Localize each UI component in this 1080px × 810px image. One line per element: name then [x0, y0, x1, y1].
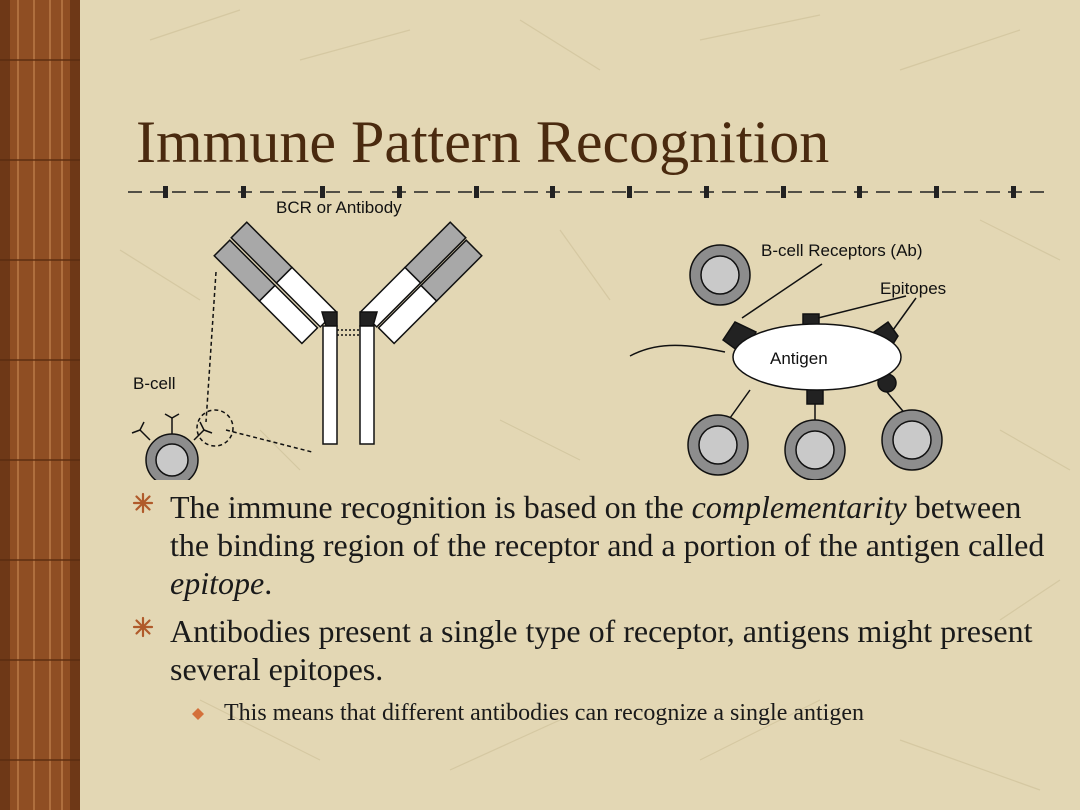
bcr-label: BCR or Antibody — [276, 198, 402, 217]
sub-bullet-item: This means that different antibodies can… — [130, 698, 1050, 728]
antibody-illustration — [213, 221, 483, 445]
antigen-label: Antigen — [770, 349, 828, 368]
b-cell-label: B-cell — [133, 374, 176, 393]
bullet-text: between the binding region of the recept… — [170, 489, 1045, 563]
asterisk-bullet-icon — [132, 492, 154, 514]
diamond-bullet-icon — [192, 708, 204, 720]
sub-bullet-text: This means that different antibodies can… — [224, 700, 864, 726]
bullet-item: Antibodies present a single type of rece… — [130, 612, 1050, 688]
epitopes-label: Epitopes — [880, 279, 946, 298]
immune-diagram: BCR or Antibody B-cell B-cell Receptors … — [131, 198, 946, 480]
bullet-item: The immune recognition is based on the c… — [130, 488, 1050, 602]
bullet-text: Antibodies present a single type of rece… — [170, 613, 1033, 687]
slide-title: Immune Pattern Recognition — [136, 109, 830, 175]
bullet-text: The immune recognition is based on the — [170, 489, 692, 525]
receptors-label: B-cell Receptors (Ab) — [761, 241, 923, 260]
bullet-text: . — [264, 565, 273, 601]
texture-lines — [119, 9, 1071, 791]
bullet-emphasis: epitope — [170, 565, 265, 601]
wood-strip — [0, 0, 80, 810]
antigen-recognition-illustration — [629, 244, 943, 480]
title-divider — [128, 186, 1048, 198]
bullet-emphasis: complementarity — [691, 489, 907, 525]
bullet-list: The immune recognition is based on the c… — [130, 488, 1050, 728]
asterisk-bullet-icon — [132, 616, 154, 638]
b-cell-illustration — [131, 271, 313, 480]
